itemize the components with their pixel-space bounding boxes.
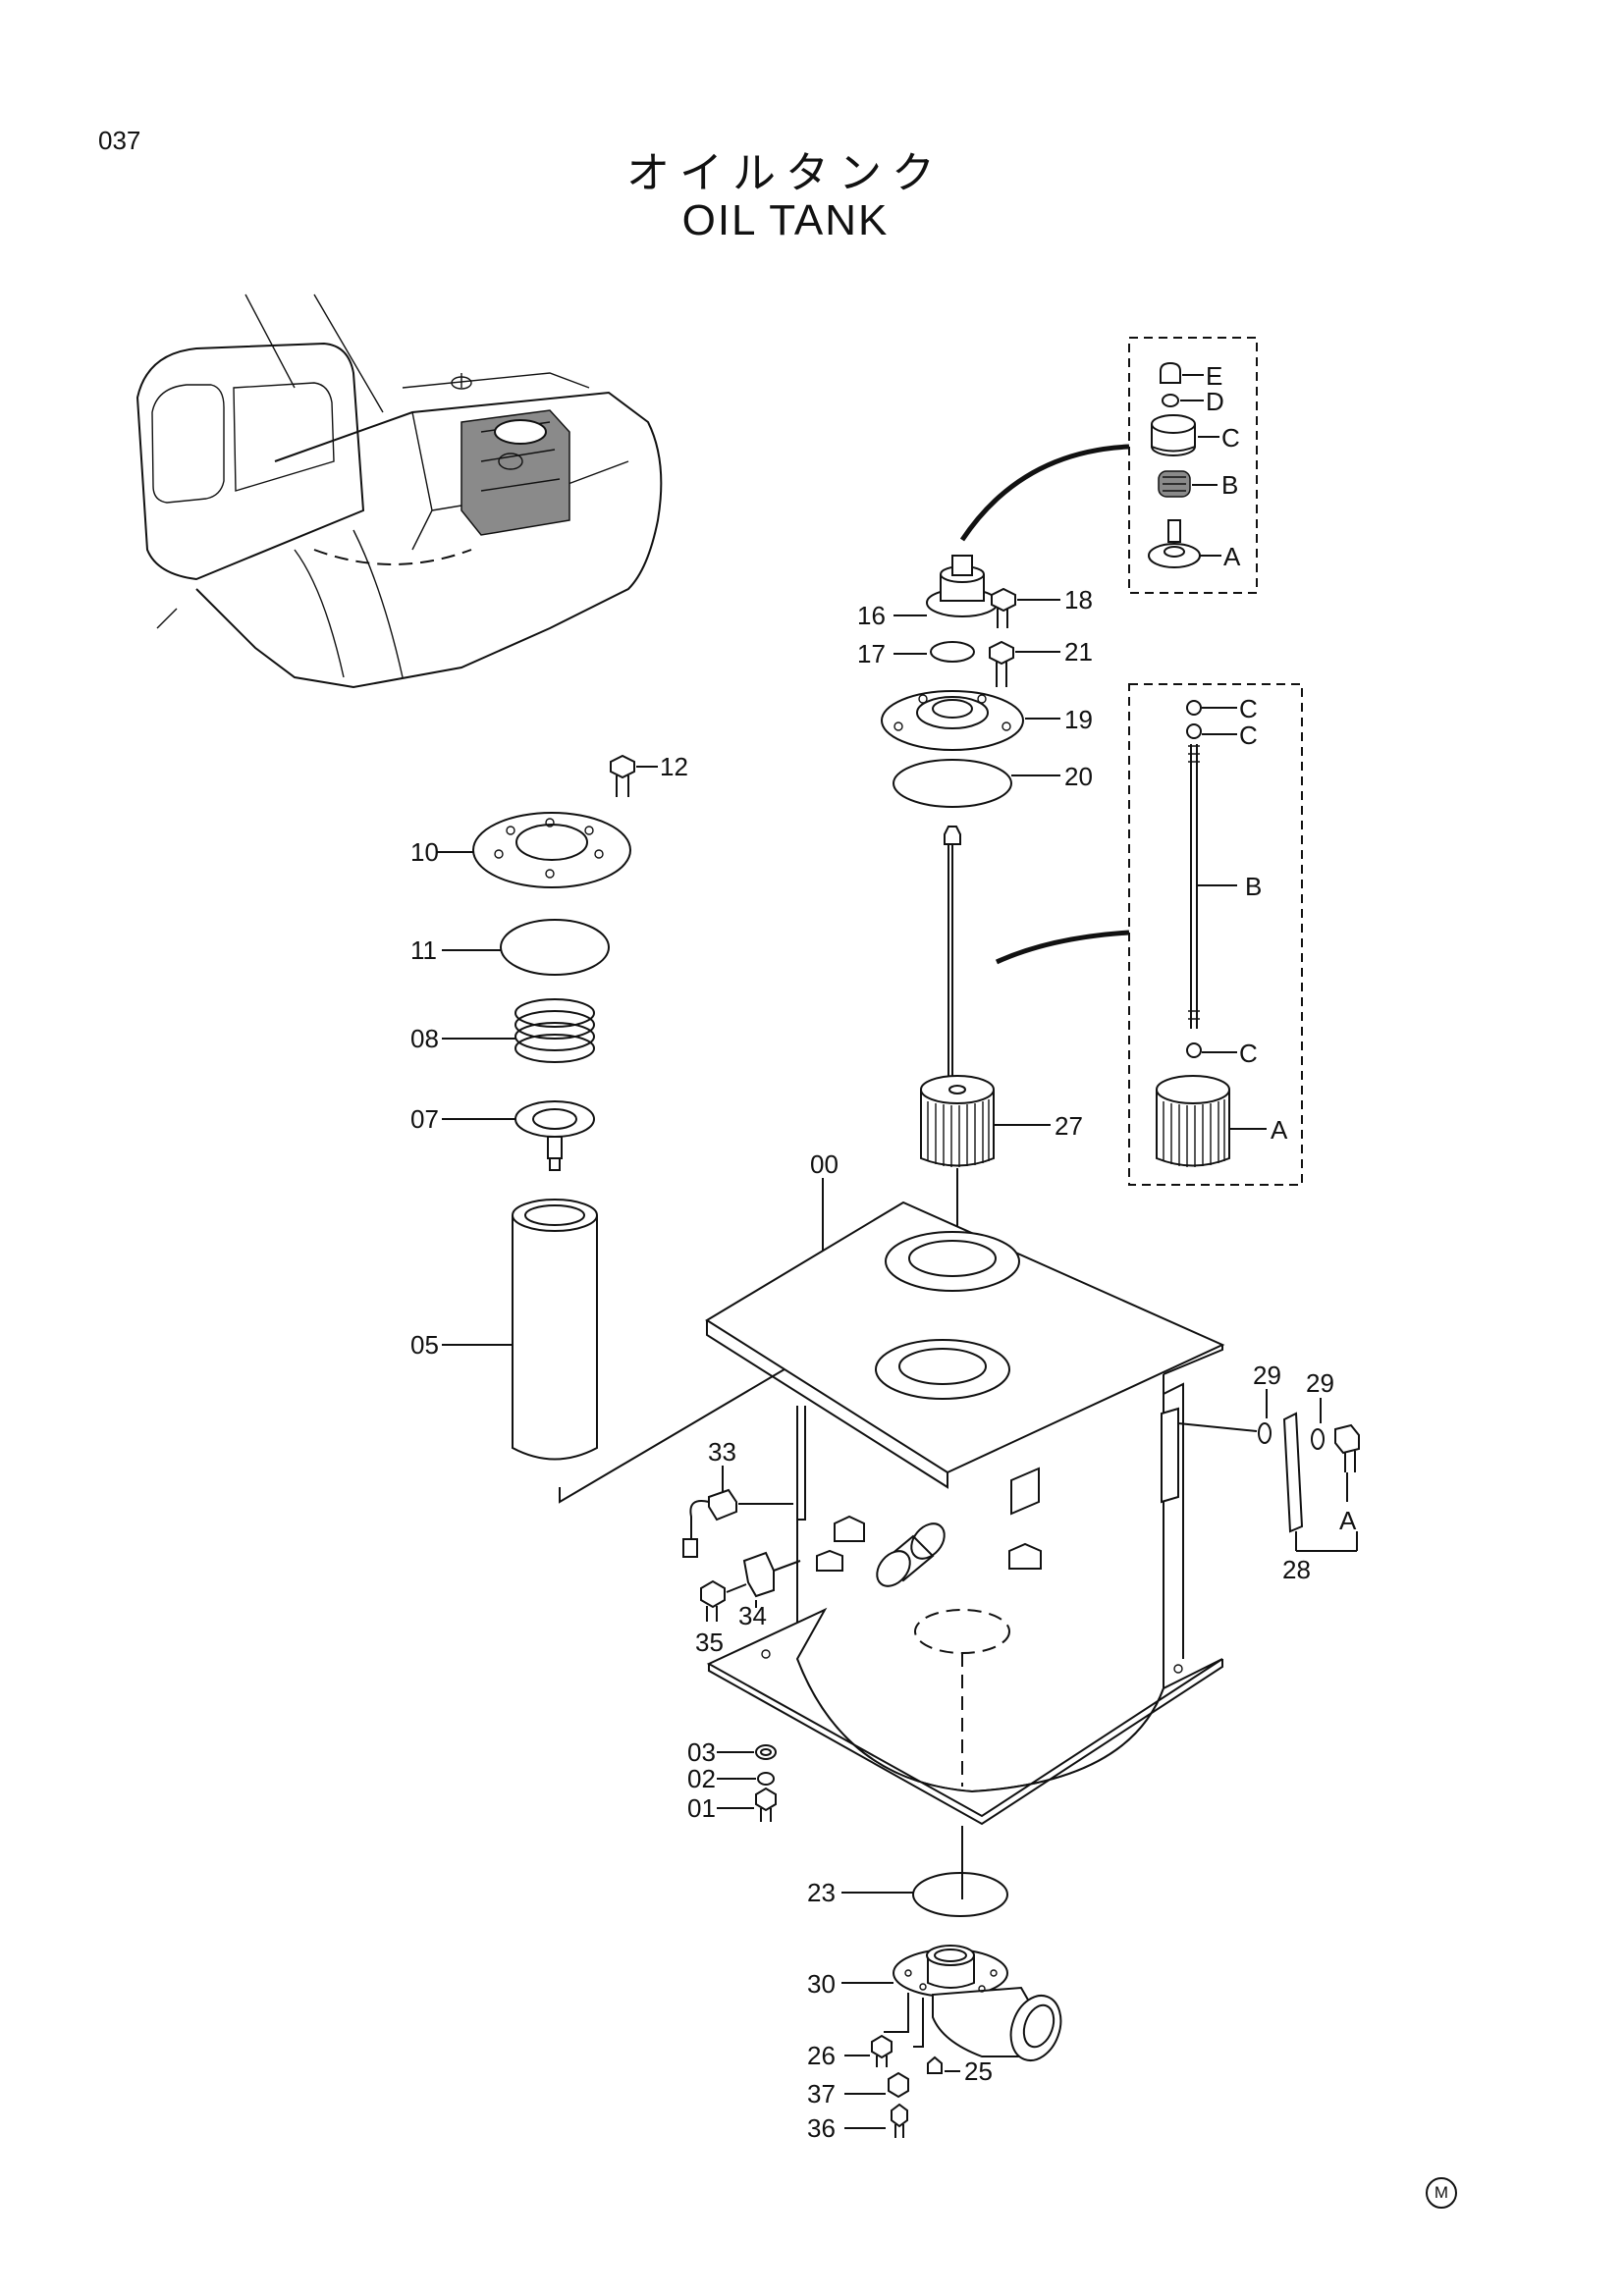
spring-08 xyxy=(514,998,595,1063)
callout-19: 19 xyxy=(1064,705,1093,734)
callout-18: 18 xyxy=(1064,585,1093,614)
callout-25: 25 xyxy=(964,2056,993,2086)
cover-plate-10 xyxy=(472,812,631,888)
callout-20: 20 xyxy=(1064,762,1093,791)
detail-breather-A: A xyxy=(1223,542,1241,571)
bolt-12 xyxy=(610,754,635,779)
callout-11: 11 xyxy=(410,935,437,965)
callout-23: 23 xyxy=(807,1878,836,1907)
return-filter-stack: 12 10 11 08 07 xyxy=(410,752,944,1504)
callout-21: 21 xyxy=(1064,637,1093,667)
callout-07: 07 xyxy=(410,1104,439,1134)
callout-00: 00 xyxy=(810,1149,839,1179)
detail-breather-C: C xyxy=(1221,423,1240,453)
callout-36: 36 xyxy=(807,2113,836,2143)
callout-05: 05 xyxy=(410,1330,439,1360)
callout-01: 01 xyxy=(687,1793,716,1823)
breather-assembly: 16 18 17 21 19 20 xyxy=(857,555,1093,808)
sensor-and-brackets: 33 34 35 xyxy=(682,1437,801,1657)
callout-17: 17 xyxy=(857,639,886,668)
valve-07 xyxy=(514,1100,595,1171)
detail-breather-D: D xyxy=(1206,387,1224,416)
callout-02: 02 xyxy=(687,1764,716,1793)
callout-35: 35 xyxy=(695,1628,724,1657)
detail-strainer-A: A xyxy=(1271,1115,1288,1145)
detail-box-strainer: C C B C A xyxy=(995,683,1303,1186)
callout-37: 37 xyxy=(807,2079,836,2109)
detail-breather-B: B xyxy=(1221,470,1238,500)
o-ring-11 xyxy=(500,919,610,976)
callout-12: 12 xyxy=(660,752,688,781)
callout-16: 16 xyxy=(857,601,886,630)
title-japanese: オイルタンク xyxy=(626,148,945,198)
page-number: 037 xyxy=(98,126,141,155)
callout-26: 26 xyxy=(807,2041,836,2070)
drain-plug-parts: 03 02 01 xyxy=(687,1737,777,1823)
suction-pipe-assembly: 23 30 25 26 37 36 xyxy=(807,1872,1062,2143)
detail-strainer-C2: C xyxy=(1239,721,1258,750)
filter-element-05 xyxy=(512,1199,598,1461)
detail-strainer-C3: C xyxy=(1239,1039,1258,1068)
callout-33: 33 xyxy=(708,1437,736,1467)
callout-28: 28 xyxy=(1282,1555,1311,1584)
callout-29b: 29 xyxy=(1306,1368,1334,1398)
callout-29a: 29 xyxy=(1253,1361,1281,1390)
detail-strainer-B: B xyxy=(1245,872,1262,901)
title-english: OIL TANK xyxy=(681,196,890,244)
detail-strainer-C1: C xyxy=(1239,694,1258,723)
manufacturer-mark: M xyxy=(1426,2177,1457,2209)
detail-breather-E: E xyxy=(1206,361,1222,391)
callout-03: 03 xyxy=(687,1737,716,1767)
detail-box-breather: E D C B A xyxy=(959,337,1258,594)
callout-08: 08 xyxy=(410,1024,439,1053)
strainer-assembly: 27 xyxy=(920,826,1083,1286)
callout-A-side: A xyxy=(1339,1506,1357,1535)
callout-30: 30 xyxy=(807,1969,836,1999)
callout-27: 27 xyxy=(1055,1111,1083,1141)
oil-tank-00: 00 xyxy=(705,1149,1258,1899)
machine-overview xyxy=(135,294,663,689)
side-bracket-parts: 29 28 29 A xyxy=(1253,1361,1360,1584)
callout-34: 34 xyxy=(738,1601,767,1630)
callout-10: 10 xyxy=(410,837,439,867)
